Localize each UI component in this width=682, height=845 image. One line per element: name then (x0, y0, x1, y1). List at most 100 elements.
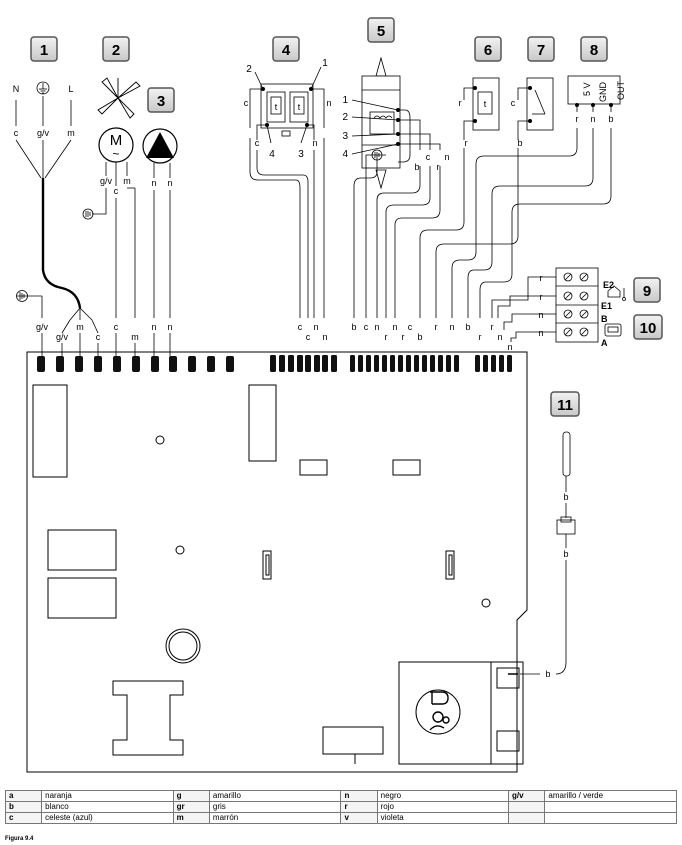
mains-m-label: m (67, 128, 75, 138)
ntc-sensor-assembly (249, 66, 325, 318)
earth-icon (36, 81, 50, 95)
pin-label: g/v (56, 332, 69, 342)
badge-11: 11 (550, 391, 580, 417)
pin-label: m (76, 322, 84, 332)
pin-label: c (306, 332, 311, 342)
pump-n1-label: n (151, 178, 156, 188)
tb-e2-label: E2 (603, 280, 614, 290)
sensor6-r-label: r (459, 98, 462, 108)
badge-9-label: 9 (643, 283, 651, 300)
legend-color-name: amarillo (208, 790, 342, 802)
tb-wire-3-label: n (538, 310, 543, 320)
pin-label: r (385, 332, 388, 342)
conn8-gnd-label: GND (598, 82, 608, 103)
gas-valve (351, 56, 441, 318)
fan-gv-label: g/v (100, 176, 113, 186)
valve-pin-4: 4 (342, 149, 348, 160)
pin-label: c (96, 332, 101, 342)
legend-code: r (340, 801, 378, 813)
pin-label: b (351, 322, 356, 332)
mains-gv-label: g/v (37, 128, 50, 138)
tb-a-label: A (601, 338, 608, 348)
legend-code: m (172, 812, 210, 824)
badge-7-label: 7 (537, 42, 545, 59)
badge-9: 9 (633, 277, 661, 303)
earth-icon (16, 290, 43, 318)
earth-icon (82, 208, 94, 220)
legend-color-name: naranja (41, 790, 174, 802)
legend-code: g (172, 790, 210, 802)
badge-2-label: 2 (112, 42, 120, 59)
legend-code: g/v (508, 790, 546, 802)
switch7-b-label: b (517, 138, 522, 148)
pin-label: n (374, 322, 379, 332)
pin-label: r (402, 332, 405, 342)
ntc-pin-2: 2 (246, 64, 252, 75)
ntc-pin-3: 3 (298, 149, 304, 160)
legend-color-name: gris (208, 801, 342, 813)
ntc-pin-1: 1 (322, 58, 328, 69)
pin-label: r (435, 322, 438, 332)
ntc-t1-label: t (275, 102, 278, 112)
legend-color-name: negro (376, 790, 510, 802)
motor-ac-symbol: ~ (112, 147, 119, 161)
pump-icon: n n (142, 128, 178, 318)
legend-color-name: celeste (azul) (41, 812, 174, 824)
ntc-pin-4: 4 (269, 149, 275, 160)
legend-code: n (340, 790, 378, 802)
screw-icon (563, 272, 589, 282)
figure-caption: Figura 9.4 (5, 836, 34, 842)
motor-symbol: M (110, 132, 123, 149)
tb-b-label: B (601, 314, 608, 324)
legend-code (508, 812, 546, 824)
conn8-out-label: OUT (616, 81, 626, 101)
mains-l-label: L (68, 84, 73, 94)
terminal-block (491, 267, 599, 343)
board-pin-wires-left (41, 319, 171, 356)
probe-b1-label: b (563, 492, 568, 502)
legend-color-name: amarillo / verde (544, 790, 677, 802)
ntc-t2-label: t (298, 102, 301, 112)
pin-label: n (392, 322, 397, 332)
connector-8 (451, 75, 621, 318)
legend-color-name: violeta (376, 812, 510, 824)
badge-7: 7 (527, 36, 555, 62)
pin-label: c (364, 322, 369, 332)
board-pin-labels-left: g/v g/v m c c m n n (36, 322, 173, 342)
pump-n2-label: n (167, 178, 172, 188)
legend-color-name (544, 801, 677, 813)
ntc-n-label: n (326, 98, 331, 108)
valve-c-label: c (426, 152, 431, 162)
legend-color-name (544, 812, 677, 824)
main-circuit-board (26, 351, 528, 773)
mains-c-label: c (14, 128, 19, 138)
badge-4: 4 (272, 36, 300, 62)
badge-5-label: 5 (377, 23, 385, 40)
badge-6: 6 (474, 36, 502, 62)
conn8-r-label: r (576, 114, 579, 124)
pin-label: n (507, 342, 512, 352)
earth-icon (371, 149, 383, 161)
sensor6-r2-label: r (465, 138, 468, 148)
badge-4-label: 4 (282, 42, 291, 59)
pin-label: n (313, 322, 318, 332)
pin-label: m (131, 332, 139, 342)
badge-10: 10 (633, 314, 663, 340)
badge-10-label: 10 (640, 320, 657, 337)
screw-icon (563, 327, 589, 337)
legend-code: c (4, 812, 43, 824)
probe-b3-label: b (545, 669, 550, 679)
pressure-switch-icon (429, 691, 450, 731)
valve-r-label: r (437, 162, 440, 172)
tb-wire-4-label: n (538, 328, 543, 338)
legend-code: a (4, 790, 43, 802)
badge-5: 5 (367, 17, 395, 43)
legend-code: gr (172, 801, 210, 813)
pin-label: n (322, 332, 327, 342)
valve-b-label: b (414, 162, 419, 172)
fan-icon (97, 77, 141, 119)
valve-pin-3: 3 (342, 131, 348, 142)
